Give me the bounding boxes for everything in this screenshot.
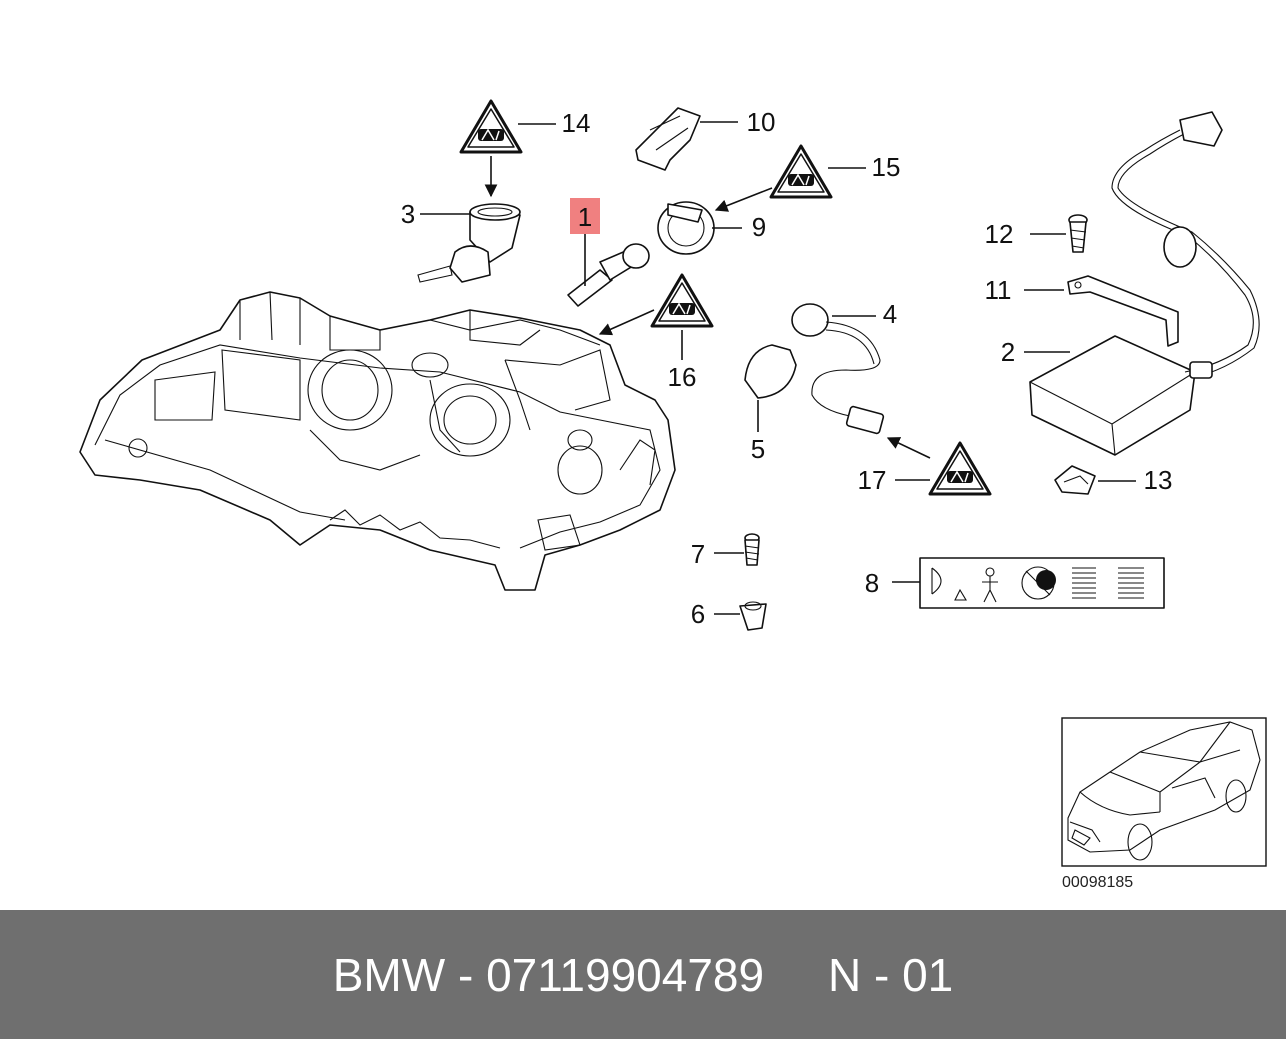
part-6-clip-nut <box>739 601 767 631</box>
part-16-warning-triangle <box>650 273 714 328</box>
callout-labels: 1 2 3 4 5 6 7 8 9 10 11 12 13 14 15 16 1… <box>401 107 1173 629</box>
callout-14: 14 <box>562 108 591 138</box>
callout-4: 4 <box>883 299 897 329</box>
part-11-bracket <box>1067 275 1179 347</box>
callout-2: 2 <box>1001 337 1015 367</box>
vehicle-location-inset <box>1061 717 1267 867</box>
parts-diagram: 1 2 3 4 5 6 7 8 9 10 11 12 13 14 15 16 1… <box>79 99 1267 891</box>
callout-17: 17 <box>858 465 887 495</box>
callout-15: 15 <box>872 152 901 182</box>
callout-1-highlight <box>570 198 600 234</box>
part-14-warning-triangle <box>459 99 523 154</box>
callout-8: 8 <box>865 568 879 598</box>
callout-5: 5 <box>751 434 765 464</box>
part-10-clip <box>635 107 701 171</box>
leader-lines <box>420 121 1136 615</box>
callout-6: 6 <box>691 599 705 629</box>
callout-9: 9 <box>752 212 766 242</box>
footer-separator: - <box>445 948 487 1001</box>
callout-12: 12 <box>985 219 1014 249</box>
callout-16: 16 <box>668 362 697 392</box>
callout-11: 11 <box>985 275 1012 305</box>
callout-3: 3 <box>401 199 415 229</box>
part-7-screw <box>744 533 760 566</box>
callout-13: 13 <box>1144 465 1173 495</box>
footer-brand: BMW <box>332 948 446 1001</box>
footer-position: N - 01 <box>827 948 954 1001</box>
footer-part-number: 07119904789 <box>486 948 765 1001</box>
part-12-screw <box>1068 214 1088 253</box>
callout-1: 1 <box>578 202 592 232</box>
footer-bar: BMW - 07119904789 N - 01 <box>0 910 1286 1039</box>
reference-number: 00098185 <box>1062 874 1133 891</box>
footer-gap <box>764 948 828 1002</box>
part-15-warning-triangle <box>769 144 833 199</box>
part-17-warning-triangle <box>928 441 992 496</box>
part-3-bulb-socket <box>417 203 521 283</box>
part-4-socket-wire <box>791 303 885 435</box>
part-8-label <box>919 557 1165 609</box>
part-13-clip <box>1054 465 1096 495</box>
part-1-bulb <box>567 243 650 307</box>
part-2-control-unit <box>1029 111 1260 456</box>
callout-7: 7 <box>691 539 705 569</box>
callout-10: 10 <box>747 107 776 137</box>
part-9-cap <box>657 201 715 255</box>
part-5-bulb <box>744 344 797 399</box>
headlight-housing <box>79 291 676 591</box>
